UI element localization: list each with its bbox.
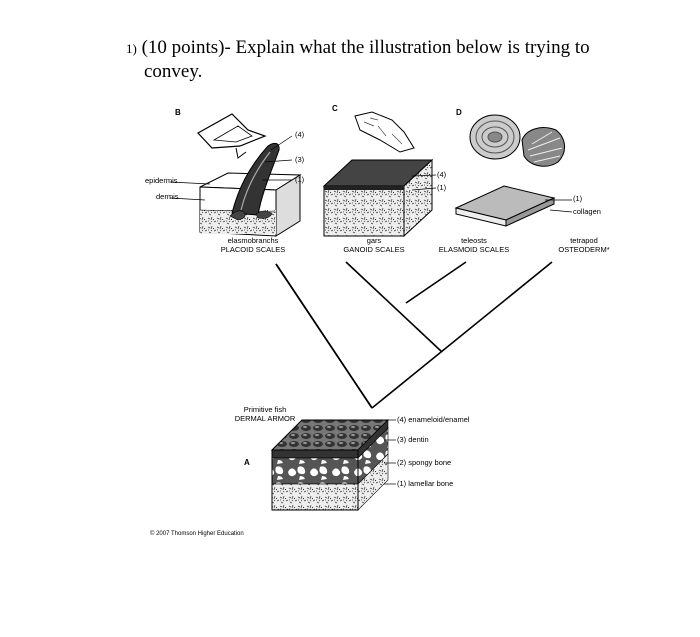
phylogenetic-tree <box>275 261 553 409</box>
tree-elasmoid-branch <box>405 261 467 304</box>
tree-placoid-branch <box>275 263 373 409</box>
panel-label-b: B <box>175 108 181 117</box>
elasmoid-scale-diagram <box>454 114 573 227</box>
placoid-scale-diagram <box>169 113 302 237</box>
osteoderm-label: OSTEODERM* <box>558 244 610 254</box>
epidermis-label: epidermis <box>145 176 178 185</box>
ganoid-layer-4-label: (4) <box>437 170 447 179</box>
placoid-layer-4-label: (4) <box>295 130 305 139</box>
tetrapod-caption: tetrapod OSTEODERM* <box>558 236 610 254</box>
ganoid-caption: gars GANOID SCALES <box>343 236 405 254</box>
placoid-layer-1-label: (1) <box>295 175 305 184</box>
tree-main-branch <box>371 261 553 409</box>
panel-label-a: A <box>244 458 250 467</box>
dermis-label: dermis <box>156 192 179 201</box>
placoid-group-label: elasmobranchs <box>227 236 279 245</box>
ganoid-layer-1-label: (1) <box>437 183 447 192</box>
question-line-2: convey. <box>144 61 203 82</box>
placoid-scale-type-label: PLACOID SCALES <box>220 244 286 254</box>
elasmoid-group-label: teleosts <box>461 236 487 245</box>
elasmoid-caption: teleosts ELASMOID SCALES <box>438 236 510 254</box>
copyright-notice: © 2007 Thomson Higher Education <box>150 531 244 537</box>
panel-label-d: D <box>456 108 462 117</box>
panel-label-c: C <box>332 104 338 113</box>
ganoid-scale-type-label: GANOID SCALES <box>343 244 405 254</box>
ganoid-scale-diagram <box>322 111 437 238</box>
primitive-caption: Primitive fish DERMAL ARMOR <box>234 405 296 423</box>
placoid-layer-3-label: (3) <box>295 155 305 164</box>
ganoid-group-label: gars <box>366 236 382 245</box>
tree-ganoid-branch <box>345 261 443 353</box>
lamellar-bone-layer-label: (1) lamellar bone <box>397 479 454 488</box>
question-text: 1) (10 points)- Explain what the illustr… <box>126 36 646 83</box>
dermal-armor-label: DERMAL ARMOR <box>234 413 296 423</box>
collagen-label: collagen <box>573 207 601 216</box>
spongy-bone-layer-label: (2) spongy bone <box>397 458 452 467</box>
question-number: 1) <box>126 41 137 56</box>
placoid-caption: elasmobranchs PLACOID SCALES <box>220 236 286 254</box>
question-line-1: (10 points)- Explain what the illustrati… <box>141 37 590 58</box>
dermal-armor-diagram <box>270 419 396 511</box>
elasmoid-scale-type-label: ELASMOID SCALES <box>438 244 510 254</box>
elasmoid-layer-1-label: (1) <box>573 194 583 203</box>
enamel-layer-label: (4) enameloid/enamel <box>397 415 470 424</box>
tetrapod-group-label: tetrapod <box>570 236 598 245</box>
primitive-fish-label: Primitive fish <box>243 405 287 414</box>
dentin-layer-label: (3) dentin <box>397 435 429 444</box>
